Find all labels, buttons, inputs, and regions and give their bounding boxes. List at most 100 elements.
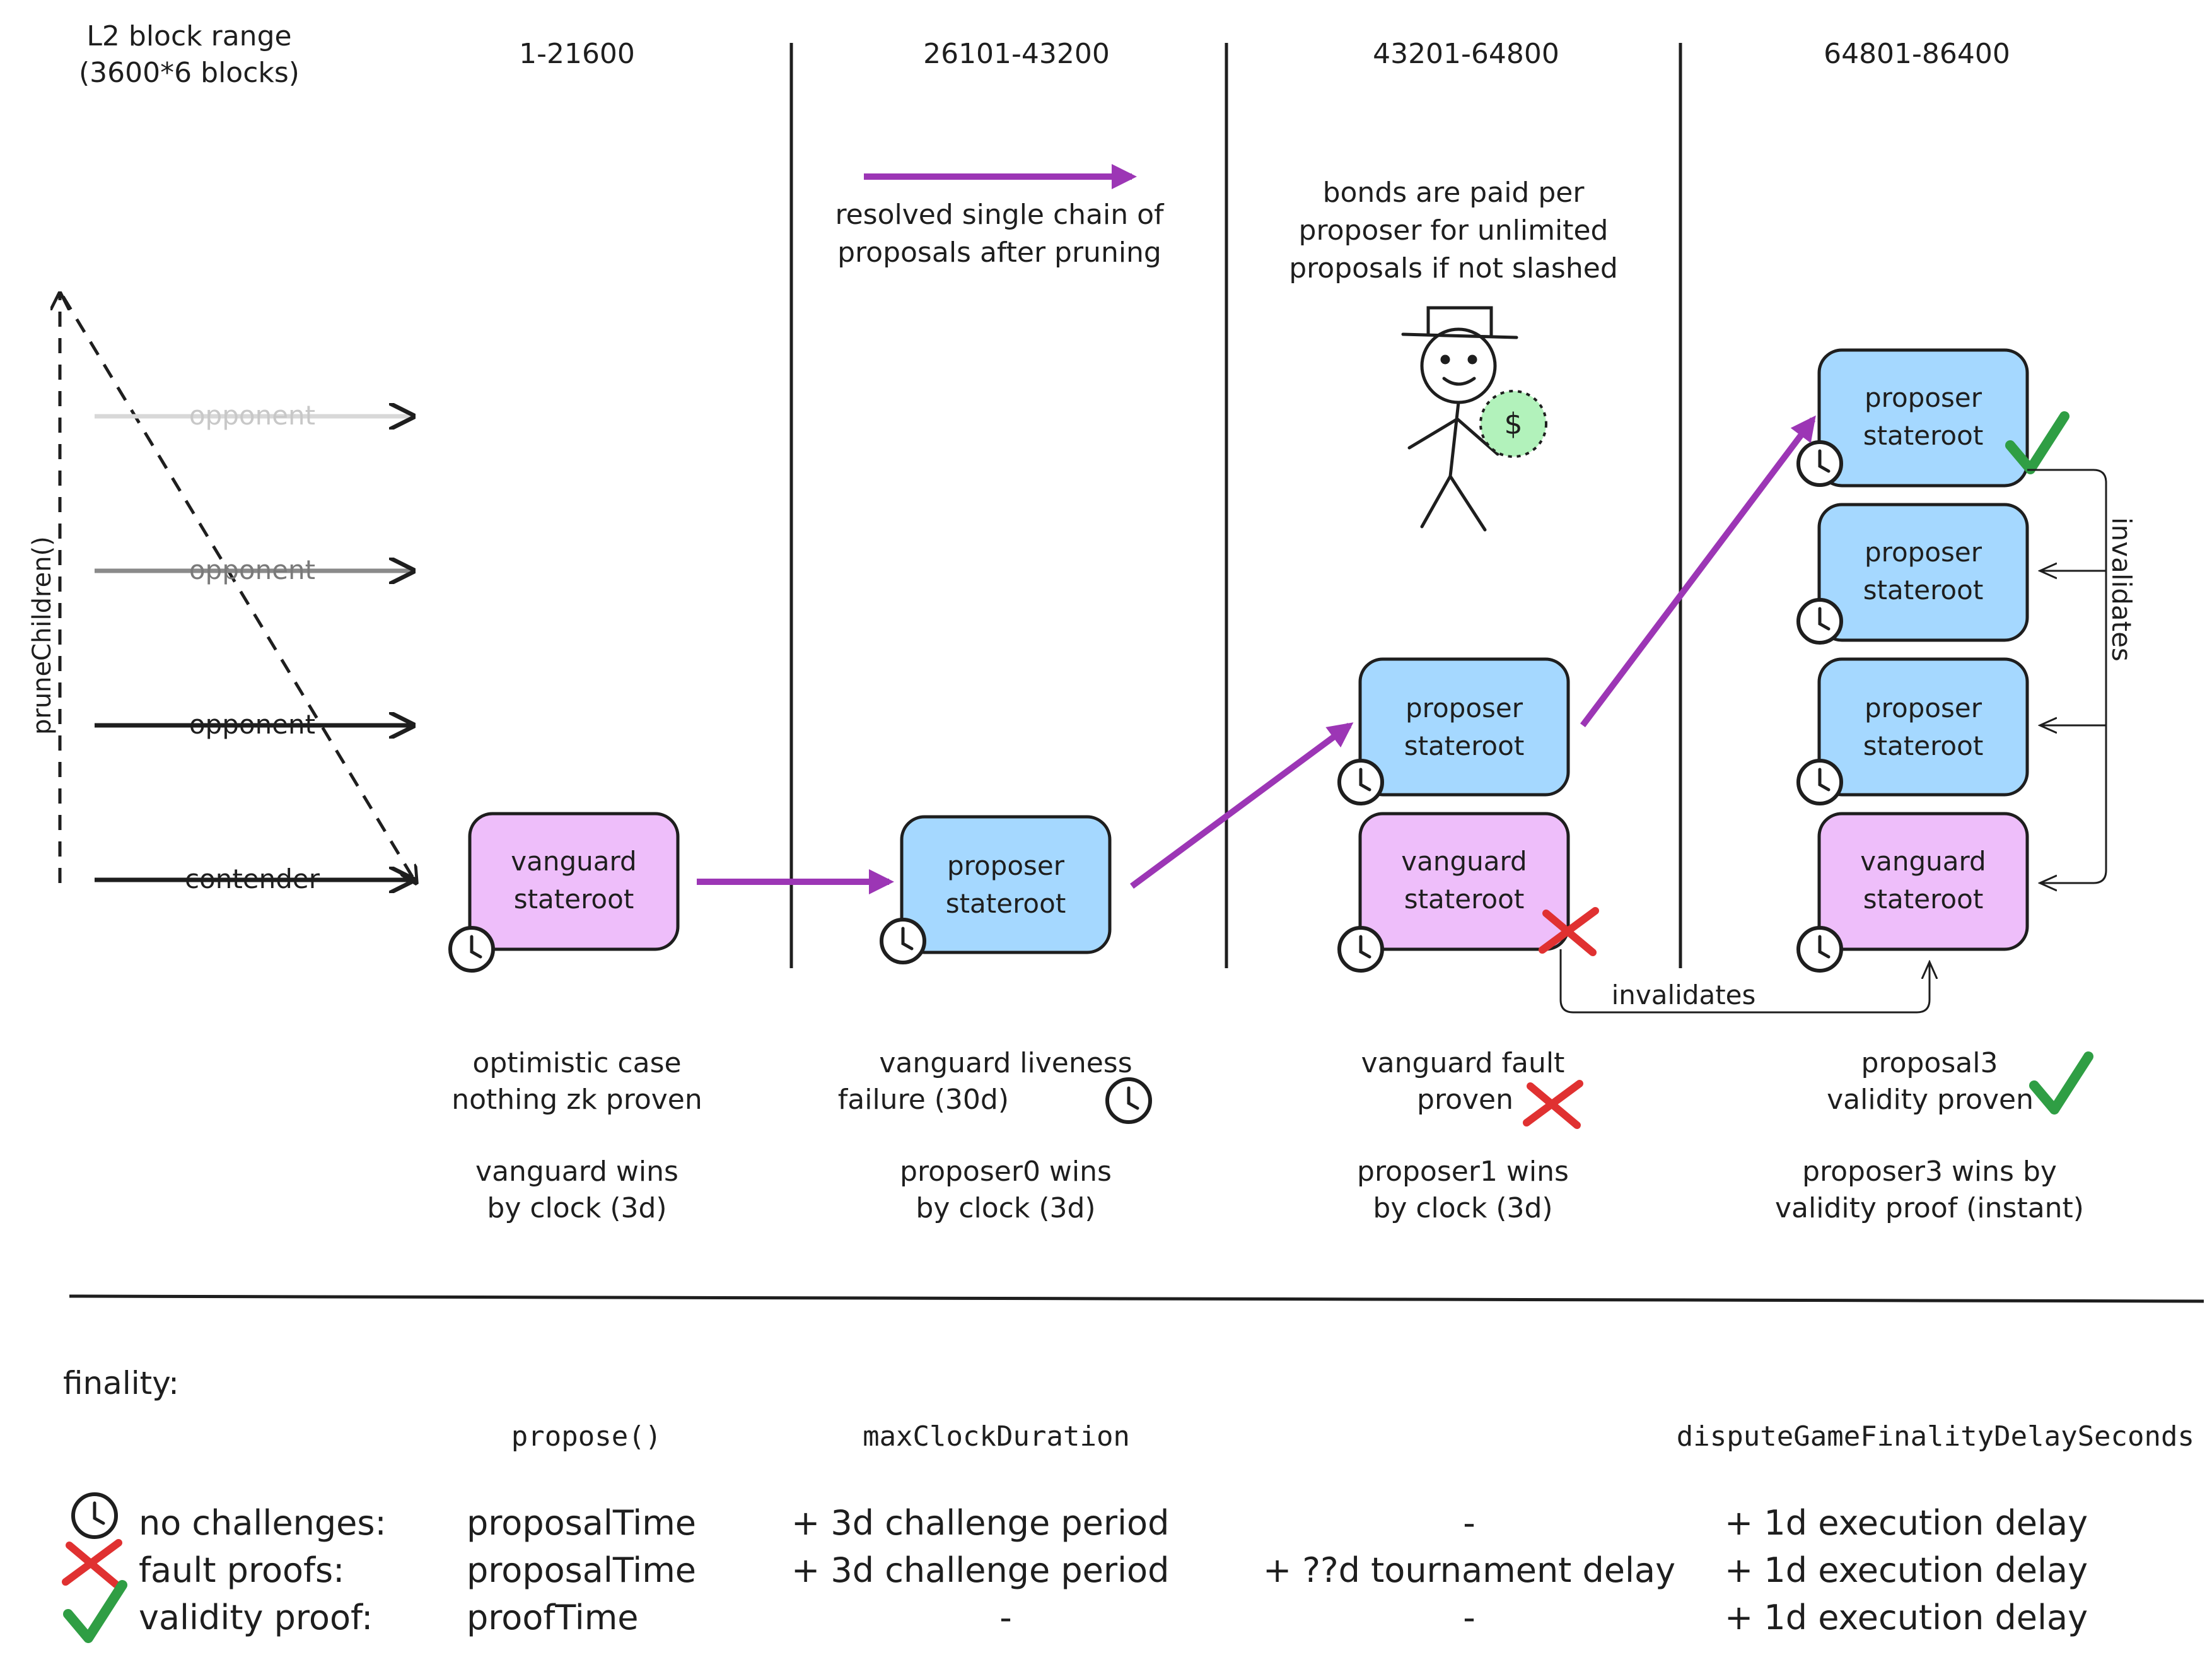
clock-icon [1798,600,1841,643]
resolved-chain-text-line2: proposals after pruning [837,237,1161,269]
finality-header-delay: disputeGameFinalityDelaySeconds [1677,1420,2194,1453]
caption-col2-a2: failure (30d) [838,1084,1009,1116]
bonds-text-line2: proposer for unlimited [1299,214,1609,247]
stick-figure-icon [1401,306,1518,532]
finality-row3-c1: proofTime [467,1598,639,1637]
caption-col4-b2: validity proof (instant) [1775,1192,2084,1224]
vanguard-stateroot-box-col3: vanguard stateroot [1339,812,1595,971]
svg-text:proposer: proposer [1865,693,1982,723]
finality-title: finality: [63,1365,179,1402]
contender-label: contender [185,863,320,894]
invalidates-label-horizontal: invalidates [1612,980,1756,1010]
cross-icon [66,1543,119,1584]
caption-col3-b2: by clock (3d) [1373,1192,1552,1224]
finality-row2-c4: + 1d execution delay [1725,1550,2088,1590]
svg-text:stateroot: stateroot [1404,730,1525,761]
column-header-4: 64801-86400 [1824,38,2010,70]
clock-icon [1798,442,1841,485]
resolved-arrow-2 [1130,722,1354,889]
caption-col2-b2: by clock (3d) [916,1192,1095,1224]
finality-row3-c4: + 1d execution delay [1725,1598,2088,1637]
finality-row3-label: validity proof: [139,1598,373,1637]
proposer-stateroot-box-col3: proposer stateroot [1339,657,1570,804]
invalidates-connector-horizontal [1559,949,1930,1014]
caption-col3-a1: vanguard fault [1361,1047,1565,1079]
opponent-label-2: opponent [189,554,315,585]
vanguard-stateroot-box-col4: vanguard stateroot [1798,812,2029,971]
caption-col4-b1: proposer3 wins by [1802,1156,2057,1188]
svg-text:stateroot: stateroot [946,888,1066,919]
check-icon [68,1585,122,1638]
svg-text:stateroot: stateroot [1863,730,1984,761]
proposer-stateroot-box-col4-3: proposer stateroot [1798,657,2029,804]
finality-row2-label: fault proofs: [139,1550,344,1590]
clock-icon [882,920,924,963]
caption-col3-a2: proven [1417,1084,1513,1116]
clock-icon [73,1494,116,1537]
svg-text:stateroot: stateroot [1863,575,1984,606]
bonds-text-line1: bonds are paid per [1323,177,1585,209]
bonds-text-line3: proposals if not slashed [1289,252,1618,284]
finality-row3-c3: - [1463,1598,1476,1637]
clock-icon [450,928,493,971]
finality-row1-c2: + 3d challenge period [791,1503,1169,1543]
resolved-arrow-3 [1580,415,1816,728]
svg-text:vanguard: vanguard [1860,846,1986,877]
column-header-2: 26101-43200 [923,38,1110,70]
prune-diagonal-arrow [61,295,416,883]
svg-text:proposer: proposer [1865,382,1982,413]
invalidates-connector-vertical [2027,469,2107,883]
svg-text:proposer: proposer [947,850,1065,881]
finality-row1-c3: - [1463,1503,1476,1543]
svg-text:stateroot: stateroot [1404,884,1525,915]
caption-col4-a1: proposal3 [1861,1047,1998,1079]
finality-row2-c2: + 3d challenge period [791,1550,1169,1590]
column-header-3: 43201-64800 [1373,38,1559,70]
range-label-line2: (3600*6 blocks) [79,57,300,89]
clock-icon [1339,761,1382,804]
opponent-label-1: opponent [189,400,315,431]
clock-icon [1798,761,1841,804]
resolved-chain-text-line1: resolved single chain of [835,199,1165,231]
svg-text:proposer: proposer [1865,537,1982,568]
caption-col1-b1: vanguard wins [475,1156,678,1188]
caption-col1-b2: by clock (3d) [487,1192,667,1224]
caption-col2-a1: vanguard liveness [879,1047,1132,1079]
opponent-label-3: opponent [189,709,315,740]
section-separator [69,1294,2204,1303]
svg-text:stateroot: stateroot [514,884,634,915]
proposer-stateroot-box-col2: proposer stateroot [882,815,1112,963]
caption-col3-b1: proposer1 wins [1357,1156,1569,1188]
svg-text:stateroot: stateroot [1863,884,1984,915]
vanguard-stateroot-box-col1: vanguard stateroot [450,812,680,971]
caption-col2-b1: proposer0 wins [900,1156,1112,1188]
check-icon [2034,1056,2088,1109]
svg-text:stateroot: stateroot [1863,420,1984,451]
svg-text:vanguard: vanguard [1401,846,1527,877]
range-label-line1: L2 block range [86,20,291,52]
clock-icon [1798,928,1841,971]
finality-row1-c4: + 1d execution delay [1725,1503,2088,1543]
finality-row1-c1: proposalTime [467,1503,696,1543]
finality-row1-label: no challenges: [139,1503,387,1543]
cross-icon [1527,1084,1580,1125]
finality-header-maxclock: maxClockDuration [863,1420,1130,1453]
invalidates-label-vertical: invalidates [2106,517,2137,662]
svg-text:proposer: proposer [1406,693,1523,723]
prune-children-label: pruneChildren() [28,536,57,735]
finality-header-propose: propose() [511,1420,661,1453]
coin-icon: $ [1479,390,1547,458]
caption-col1-a2: nothing zk proven [451,1084,702,1116]
proposer-stateroot-box-col4-2: proposer stateroot [1798,503,2029,643]
finality-row2-c3: + ??d tournament delay [1263,1550,1675,1590]
finality-row3-c2: - [999,1598,1012,1637]
svg-text:vanguard: vanguard [511,846,636,877]
svg-text:$: $ [1504,407,1522,441]
proposer-stateroot-box-col4-top: proposer stateroot [1798,348,2064,488]
finality-row2-c1: proposalTime [467,1550,696,1590]
caption-col4-a2: validity proven [1827,1084,2034,1116]
caption-col1-a1: optimistic case [472,1047,681,1079]
clock-icon [1339,928,1382,971]
column-header-1: 1-21600 [519,38,635,70]
